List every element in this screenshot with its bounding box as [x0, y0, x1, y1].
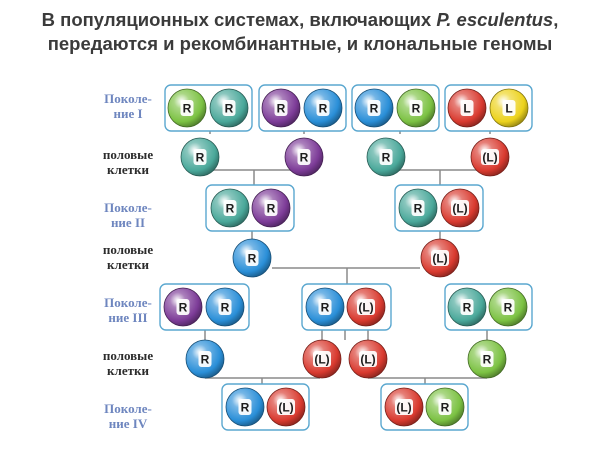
- svg-text:R: R: [183, 102, 192, 116]
- genome-ball-r: R: [305, 287, 345, 327]
- gamete-ball-r: R: [467, 339, 507, 379]
- connectors: [180, 107, 514, 388]
- genome-ball-clonal-l: (L): [384, 387, 424, 427]
- genome-ball-r: R: [354, 88, 394, 128]
- svg-text:R: R: [321, 301, 330, 315]
- svg-text:R: R: [179, 301, 188, 315]
- svg-text:R: R: [267, 202, 276, 216]
- genome-ball-r: R: [261, 88, 301, 128]
- gamete-ball-r: R: [366, 137, 406, 177]
- genome-ball-l: L: [447, 88, 487, 128]
- row-label-generation-3: Поколе-ние III: [104, 295, 152, 325]
- svg-text:R: R: [201, 353, 210, 367]
- svg-text:R: R: [300, 151, 309, 165]
- svg-text:R: R: [382, 151, 391, 165]
- svg-text:R: R: [483, 353, 492, 367]
- svg-text:R: R: [414, 202, 423, 216]
- gamete-ball-r: R: [232, 238, 272, 278]
- genome-ball-r: R: [210, 188, 250, 228]
- genome-ball-r: R: [251, 188, 291, 228]
- svg-text:(L): (L): [278, 401, 293, 415]
- genome-ball-r: R: [303, 88, 343, 128]
- genome-ball-r: R: [396, 88, 436, 128]
- genome-ball-l: L: [489, 88, 529, 128]
- genome-ball-r: R: [447, 287, 487, 327]
- genome-ball-clonal-l: (L): [346, 287, 386, 327]
- genome-ball-r: R: [488, 287, 528, 327]
- svg-text:(L): (L): [432, 252, 447, 266]
- svg-text:R: R: [370, 102, 379, 116]
- svg-text:R: R: [463, 301, 472, 315]
- genome-ball-r: R: [205, 287, 245, 327]
- svg-text:(L): (L): [452, 202, 467, 216]
- svg-text:(L): (L): [396, 401, 411, 415]
- title-line-1: В популяционных системах, включающих P. …: [0, 8, 600, 32]
- svg-text:R: R: [241, 401, 250, 415]
- genome-ball-r: R: [398, 188, 438, 228]
- svg-text:R: R: [277, 102, 286, 116]
- gamete-ball-r: R: [185, 339, 225, 379]
- svg-text:R: R: [441, 401, 450, 415]
- title-suffix: ,: [553, 9, 559, 30]
- genome-ball-clonal-l: (L): [440, 188, 480, 228]
- row-label-generation-1: Поколе-ние I: [104, 91, 152, 121]
- title-line-2: передаются и рекомбинантные, и клональны…: [47, 33, 553, 54]
- svg-text:(L): (L): [358, 301, 373, 315]
- title-prefix: В популяционных системах, включающих: [41, 9, 437, 30]
- svg-text:L: L: [463, 102, 470, 116]
- genome-ball-r: R: [209, 88, 249, 128]
- genome-balls: R R R R R R L L R R R (L) R R R (L) R (L) R R R (L) R R R (L) (L) R…: [163, 88, 529, 427]
- diagram-title: В популяционных системах, включающих P. …: [0, 8, 600, 56]
- svg-text:(L): (L): [482, 151, 497, 165]
- genome-ball-r: R: [167, 88, 207, 128]
- svg-text:R: R: [221, 301, 230, 315]
- svg-text:R: R: [412, 102, 421, 116]
- svg-text:R: R: [225, 102, 234, 116]
- genome-ball-r: R: [225, 387, 265, 427]
- gamete-ball-r: R: [180, 137, 220, 177]
- svg-text:(L): (L): [314, 353, 329, 367]
- svg-text:L: L: [505, 102, 512, 116]
- svg-text:R: R: [319, 102, 328, 116]
- row-label-generation-2: Поколе-ние II: [104, 200, 152, 230]
- svg-text:R: R: [504, 301, 513, 315]
- genome-ball-r: R: [163, 287, 203, 327]
- genome-ball-r: R: [425, 387, 465, 427]
- row-label-generation-4: Поколе-ние IV: [104, 401, 152, 431]
- svg-text:(L): (L): [360, 353, 375, 367]
- gamete-ball-clonal-l: (L): [348, 339, 388, 379]
- gamete-ball-clonal-l: (L): [302, 339, 342, 379]
- svg-text:R: R: [226, 202, 235, 216]
- gamete-ball-clonal-l: (L): [470, 137, 510, 177]
- genome-ball-clonal-l: (L): [266, 387, 306, 427]
- title-species: P. esculentus: [436, 9, 554, 30]
- svg-text:R: R: [248, 252, 257, 266]
- gamete-ball-clonal-l: (L): [420, 238, 460, 278]
- svg-text:R: R: [196, 151, 205, 165]
- gamete-ball-r: R: [284, 137, 324, 177]
